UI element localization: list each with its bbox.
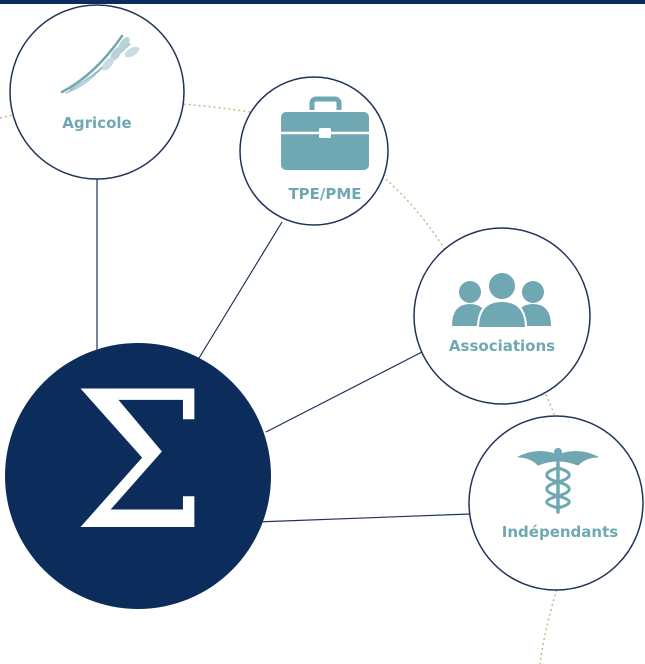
node-label-agricole: Agricole bbox=[62, 114, 131, 132]
sigma-symbol: Σ bbox=[73, 351, 207, 572]
node-tpe-pme: TPE/PME bbox=[239, 76, 389, 226]
top-border-bar bbox=[0, 0, 645, 4]
node-label-independants: Indépendants bbox=[502, 523, 618, 541]
caduceus-icon bbox=[517, 448, 599, 514]
node-agricole: Agricole bbox=[9, 4, 185, 180]
center-circle bbox=[5, 343, 271, 609]
people-group-icon bbox=[452, 271, 551, 329]
node-label-tpe-pme: TPE/PME bbox=[288, 185, 361, 203]
briefcase-icon bbox=[281, 96, 369, 170]
connector-line-independants bbox=[255, 513, 471, 523]
node-circle-agricole bbox=[9, 4, 185, 180]
center-node: Σ bbox=[5, 343, 271, 609]
node-associations: Associations bbox=[413, 227, 591, 405]
node-independants: Indépendants bbox=[468, 415, 644, 591]
connector-line-associations bbox=[265, 351, 423, 433]
node-circle-independants bbox=[468, 415, 644, 591]
node-label-associations: Associations bbox=[449, 337, 555, 355]
connector-line-tpe-pme bbox=[195, 221, 283, 364]
wheat-icon bbox=[60, 34, 140, 94]
